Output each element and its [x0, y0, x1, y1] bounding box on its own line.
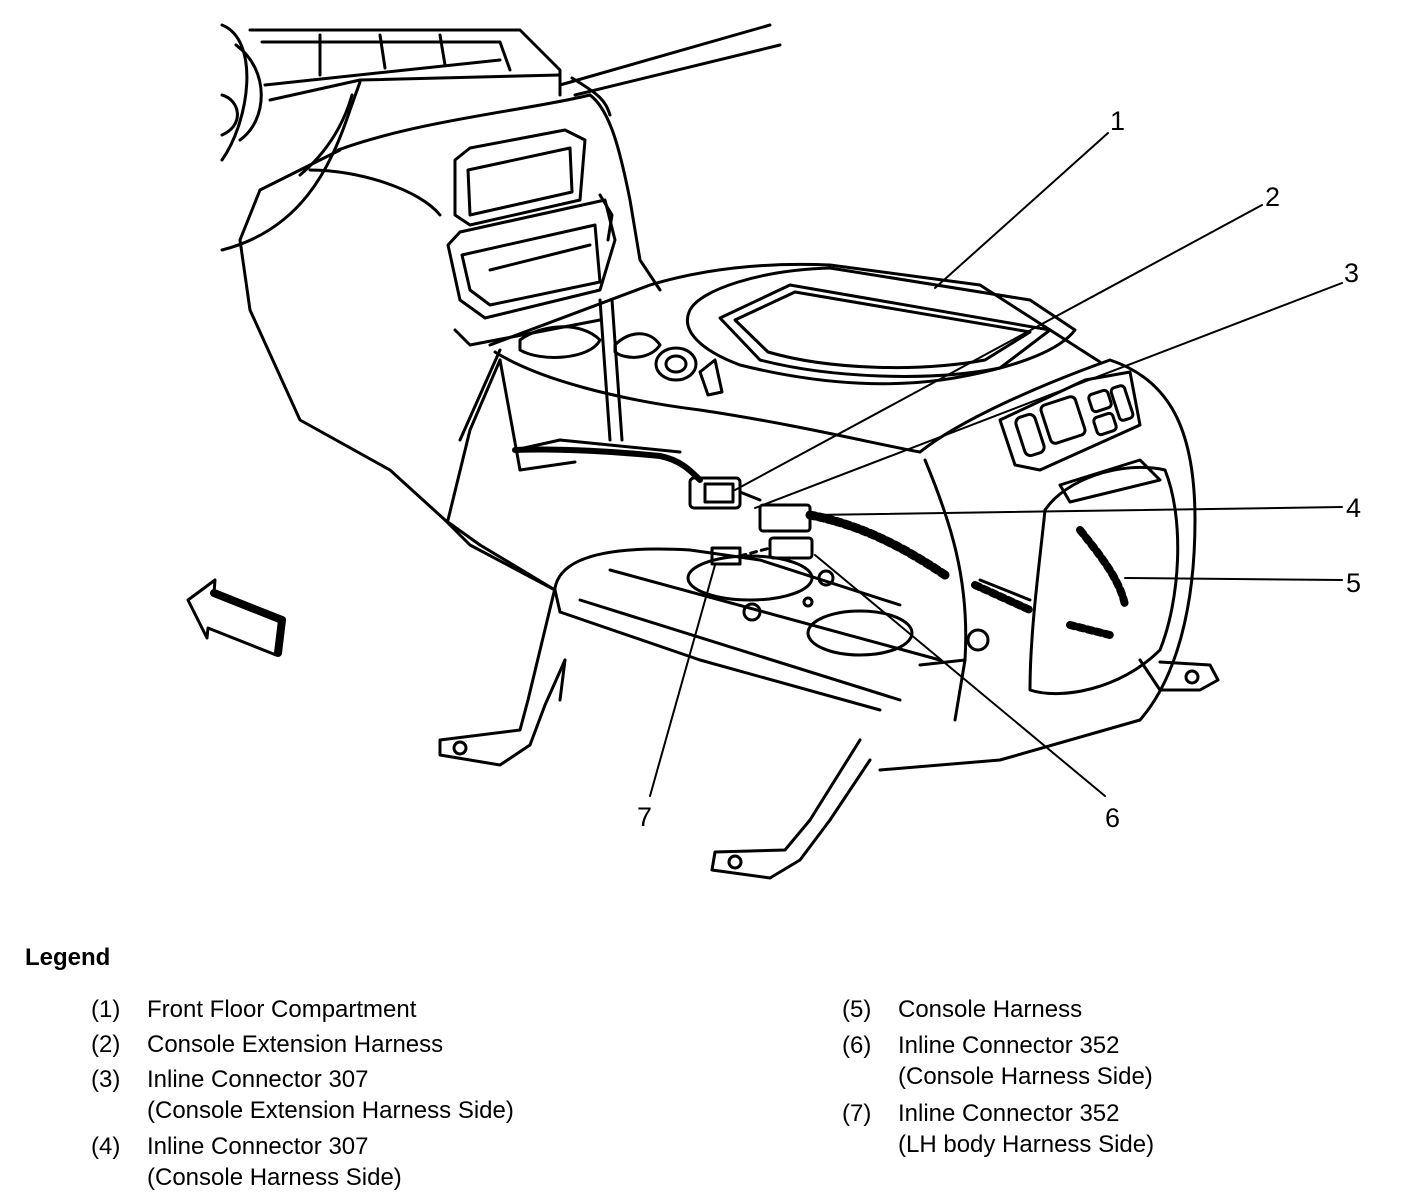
- legend-number: (6): [842, 1032, 872, 1059]
- console-exploded-diagram: 1 2 3 4 5 6 7: [186, 23, 1361, 880]
- legend-label: Console Extension Harness: [147, 1031, 444, 1058]
- callout-6: 6: [1105, 803, 1120, 833]
- callout-4: 4: [1346, 493, 1361, 523]
- legend-number: (7): [842, 1100, 872, 1127]
- legend-label-line1: Inline Connector 307: [147, 1066, 369, 1093]
- legend-number: (1): [91, 996, 121, 1023]
- console-extension-drawing: [238, 76, 662, 547]
- instrument-panel-drawing: [220, 23, 782, 252]
- legend-label-line2: (Console Harness Side): [147, 1164, 402, 1191]
- legend-number: (5): [842, 996, 872, 1023]
- callout-7: 7: [637, 802, 652, 832]
- callout-3: 3: [1344, 258, 1359, 288]
- legend-label: Inline Connector 307 (Console Extension …: [147, 1064, 514, 1126]
- legend-label: Front Floor Compartment: [147, 996, 417, 1023]
- legend-label: Inline Connector 307 (Console Harness Si…: [147, 1131, 402, 1193]
- rear-control-panel-drawing: [878, 358, 1197, 772]
- legend-label: Inline Connector 352 (LH body Harness Si…: [898, 1098, 1154, 1160]
- legend-label-line1: Inline Connector 352: [898, 1032, 1120, 1059]
- legend-label-line1: Inline Connector 352: [898, 1100, 1120, 1127]
- floor-compartment-drawing: [446, 262, 1102, 522]
- harness-drawing: [512, 446, 1034, 614]
- legend-label-line2: (LH body Harness Side): [898, 1131, 1155, 1158]
- legend-number: (3): [91, 1066, 121, 1093]
- legend-label-line1: Inline Connector 307: [147, 1133, 369, 1160]
- legend-label-line2: (Console Extension Harness Side): [147, 1097, 514, 1124]
- legend-label-line2: (Console Harness Side): [898, 1063, 1153, 1090]
- legend-label: Console Harness: [898, 996, 1083, 1023]
- callout-1: 1: [1110, 106, 1125, 136]
- forward-direction-arrow: [186, 578, 286, 657]
- callout-5: 5: [1346, 568, 1361, 598]
- legend-number: (4): [91, 1133, 121, 1160]
- legend-label: Inline Connector 352 (Console Harness Si…: [898, 1030, 1153, 1092]
- leader-lines: [649, 132, 1343, 797]
- callout-2: 2: [1265, 182, 1280, 212]
- mounting-bracket-drawing: [438, 518, 1220, 880]
- legend-title: Legend: [25, 944, 111, 971]
- legend-number: (2): [91, 1031, 121, 1058]
